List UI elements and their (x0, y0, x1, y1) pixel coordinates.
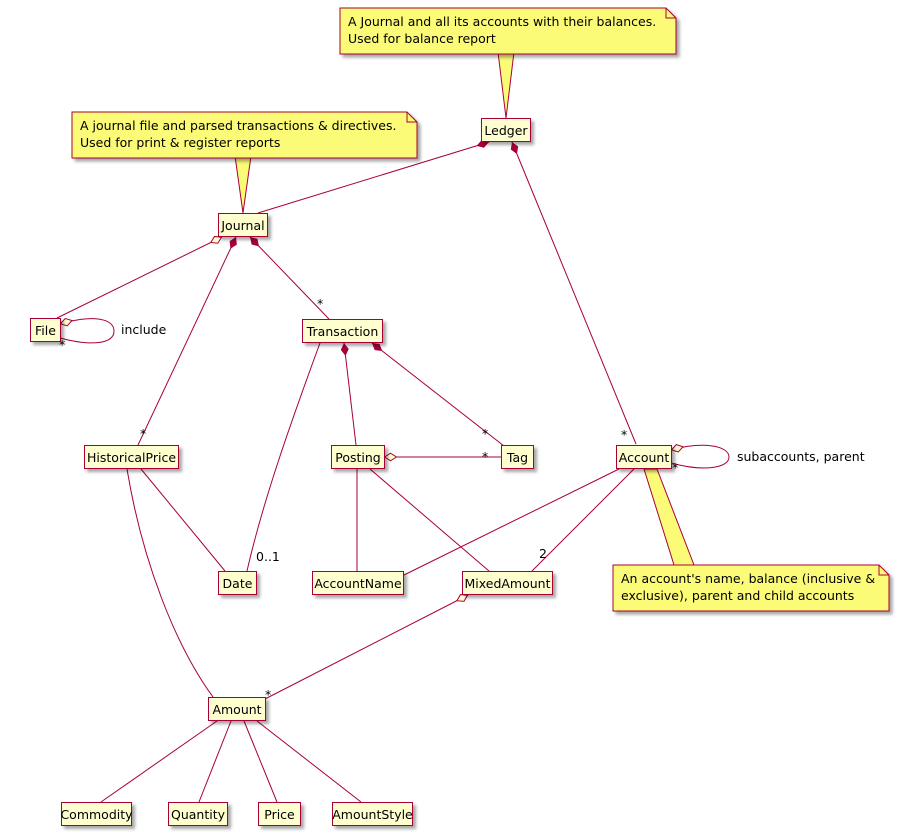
class-commodity-label: Commodity (60, 806, 133, 822)
edge-historicalprice-date (140, 468, 226, 572)
multiplicity-transaction-date: 0..1 (256, 549, 280, 564)
multiplicity-mixedamount-amount: * (265, 687, 272, 702)
note-account-line1: An account's name, balance (inclusive & (621, 571, 876, 586)
class-account-label: Account (618, 449, 670, 465)
edge-amount-price (243, 720, 278, 803)
note-pointer-ledger (497, 51, 515, 119)
class-quantity-label: Quantity (170, 806, 226, 822)
edge-amount-amountstyle (256, 720, 362, 803)
note-journal-shape (71, 111, 418, 159)
class-date-label: Date (222, 575, 253, 591)
class-price-label: Price (264, 806, 295, 822)
multiplicity-account-mixedamount: 2 (539, 546, 547, 561)
edge-mixedamount-amount (264, 595, 468, 700)
class-accountname-label: AccountName (314, 575, 402, 591)
class-accountname: AccountName (312, 571, 404, 595)
class-transaction-label: Transaction (306, 323, 379, 339)
edge-historicalprice-amount (126, 468, 214, 698)
edge-file-self-loop (60, 319, 115, 344)
class-mixedamount: MixedAmount (462, 571, 553, 595)
class-date: Date (218, 571, 257, 595)
note-ledger-line1: A Journal and all its accounts with thei… (348, 14, 657, 29)
label-file-include: include (121, 322, 167, 337)
edge-posting-mixedamount (369, 468, 490, 572)
class-transaction: Transaction (302, 319, 383, 343)
class-ledger: Ledger (481, 118, 531, 142)
edge-account-self-loop (671, 445, 730, 469)
note-account-shape (612, 564, 890, 612)
edge-transaction-date (246, 342, 321, 572)
edge-journal-file (56, 237, 222, 319)
class-journal-label: Journal (221, 217, 265, 233)
note-journal: A journal file and parsed transactions &… (80, 117, 396, 151)
note-journal-line2: Used for print & register reports (80, 135, 281, 150)
note-ledger: A Journal and all its accounts with thei… (348, 13, 656, 47)
note-journal-line1: A journal file and parsed transactions &… (80, 118, 397, 133)
edge-account-mixedamount (531, 468, 635, 572)
class-mixedamount-label: MixedAmount (464, 575, 551, 591)
class-account: Account (616, 445, 672, 469)
class-amount: Amount (208, 697, 266, 721)
multiplicity-journal-historicalprice: * (140, 426, 147, 441)
note-ledger-line2: Used for balance report (348, 31, 496, 46)
class-commodity: Commodity (60, 802, 133, 826)
class-amountstyle-label: AmountStyle (332, 806, 413, 822)
edge-amount-quantity (198, 720, 232, 803)
class-historicalprice: HistoricalPrice (84, 445, 179, 469)
multiplicity-journal-transaction: * (317, 296, 324, 311)
class-file-label: File (35, 322, 56, 338)
edge-ledger-account (510, 141, 637, 445)
class-posting-label: Posting (335, 449, 381, 465)
edge-journal-historicalprice (137, 236, 237, 446)
edge-amount-commodity (100, 720, 218, 803)
class-quantity: Quantity (168, 802, 228, 826)
note-pointer-account (643, 468, 695, 566)
edge-transaction-posting (340, 342, 357, 446)
class-amountstyle: AmountStyle (332, 802, 413, 826)
class-amount-label: Amount (212, 701, 262, 717)
note-account: An account's name, balance (inclusive & … (621, 570, 875, 604)
multiplicity-file-include: * (59, 337, 66, 352)
multiplicity-posting-tag: * (482, 449, 489, 464)
class-historicalprice-label: HistoricalPrice (86, 449, 177, 465)
note-pointer-journal (234, 155, 252, 214)
note-account-line2: exclusive), parent and child accounts (621, 588, 855, 603)
multiplicity-transaction-tag: * (482, 426, 489, 441)
class-tag-label: Tag (506, 449, 529, 465)
multiplicity-account-subaccounts: * (672, 460, 679, 475)
class-journal: Journal (218, 213, 268, 237)
class-posting: Posting (331, 445, 385, 469)
edge-transaction-tag (371, 342, 505, 447)
class-file: File (30, 318, 61, 342)
class-ledger-label: Ledger (484, 122, 528, 138)
class-price: Price (258, 802, 301, 826)
multiplicity-ledger-account: * (621, 427, 628, 442)
note-ledger-shape (339, 7, 677, 55)
label-account-subaccounts: subaccounts, parent (737, 449, 865, 464)
class-tag: Tag (501, 445, 534, 469)
edge-account-accountname (403, 468, 620, 576)
edge-ledger-journal (257, 140, 490, 214)
edge-journal-transaction (249, 236, 330, 320)
